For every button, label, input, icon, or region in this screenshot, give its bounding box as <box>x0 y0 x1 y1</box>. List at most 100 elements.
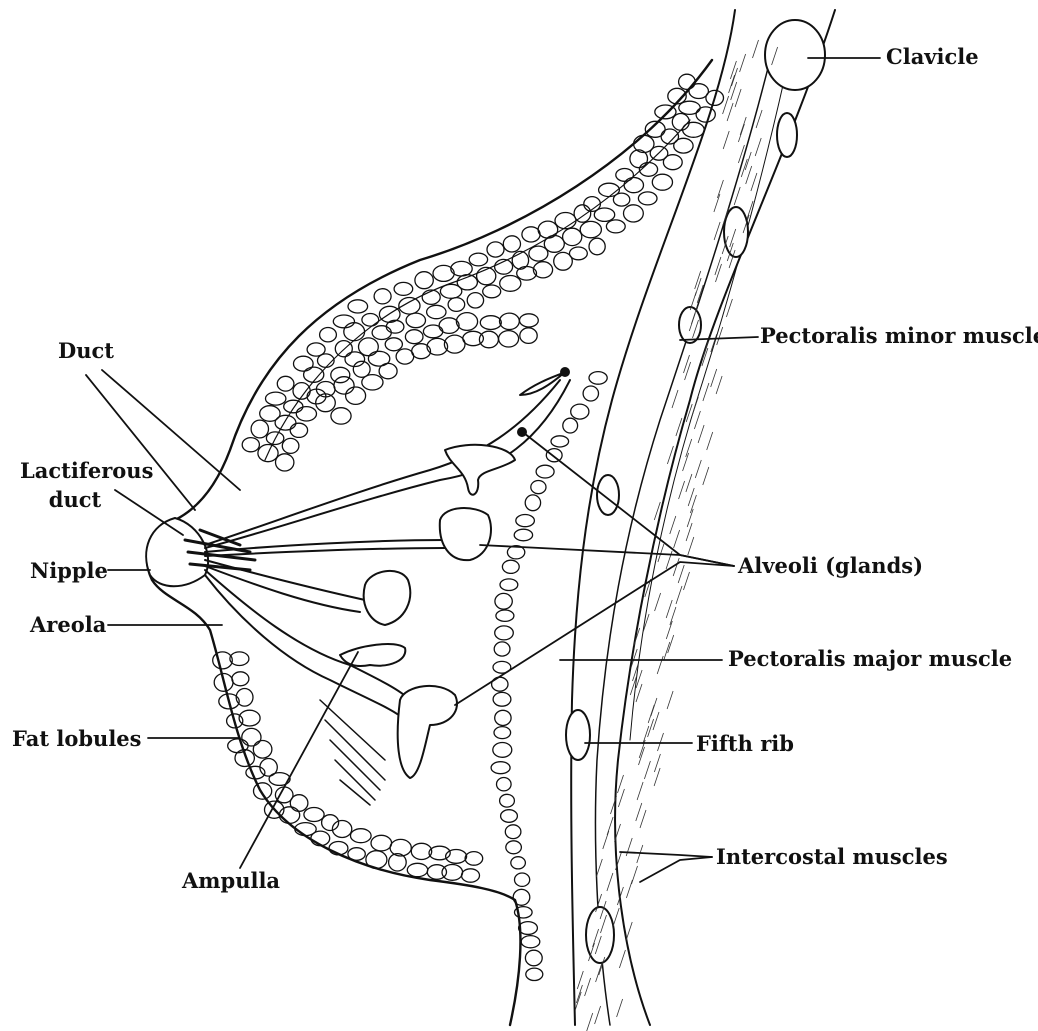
gland-boundary <box>265 120 690 460</box>
muscle-fibre <box>670 607 676 625</box>
lobule-cell <box>500 579 518 591</box>
leader-intercostal-1 <box>620 852 712 857</box>
duct-branch-gland <box>445 445 515 495</box>
lobule-cell <box>296 407 316 421</box>
label-fifth-rib: Fifth rib <box>696 733 794 754</box>
alveoli-dot-1 <box>517 427 527 437</box>
lobule-cell <box>583 386 598 401</box>
lobule-cell <box>320 328 337 342</box>
lobule-cell <box>277 376 294 391</box>
lobule-cell <box>359 338 379 356</box>
muscle-divider <box>595 60 770 1025</box>
muscle-fibre <box>688 537 694 555</box>
muscle-fibre <box>717 180 723 198</box>
lobule-cell <box>505 825 521 839</box>
lobule-cell <box>487 242 504 257</box>
lobule-cell <box>372 326 391 340</box>
muscle-fibre <box>679 481 685 499</box>
lobule-cell <box>589 238 605 255</box>
muscle-fibre <box>575 992 581 1010</box>
muscle-fibre <box>695 460 701 478</box>
muscle-fibre <box>683 453 689 471</box>
label-alveoli: Alveoli (glands) <box>738 555 923 576</box>
lobule-cell <box>506 841 522 854</box>
muscle-fibre <box>746 166 752 184</box>
lobule-cell <box>491 762 510 774</box>
lobule-cell <box>494 727 511 739</box>
lobule-cell <box>366 851 387 869</box>
muscle-fibre <box>618 789 624 807</box>
lobule-cell <box>499 331 519 347</box>
duct-upper-2 <box>205 380 570 548</box>
label-duct: Duct <box>58 340 114 361</box>
muscle-fibre <box>603 831 609 849</box>
lobule-cell <box>493 743 512 758</box>
lobule-cell <box>500 313 520 329</box>
muscle-fibre <box>666 621 672 639</box>
muscle-fibre <box>716 264 722 282</box>
lobule-cell <box>501 810 518 823</box>
label-clavicle: Clavicle <box>886 46 979 67</box>
lobule-cell <box>290 795 308 812</box>
lobule-cell <box>307 343 325 356</box>
lobule-cell <box>511 857 526 869</box>
label-intercostal: Intercostal muscles <box>716 846 948 867</box>
muscle-fibre <box>585 978 591 996</box>
lobule-cell <box>304 808 324 822</box>
muscle-fibre <box>755 138 761 156</box>
lobule-cell <box>563 418 578 433</box>
lobule-cell <box>513 889 530 905</box>
lobule-cell <box>242 438 259 452</box>
lobule-cell <box>502 560 519 573</box>
lobule-cell <box>242 728 261 746</box>
muscle-fibre <box>740 117 746 135</box>
lobule-cell <box>514 529 532 541</box>
muscle-fibres <box>575 40 777 1031</box>
lobule-cell <box>493 692 511 706</box>
leader-alveoli-3 <box>455 562 734 705</box>
muscle-fibre <box>698 425 704 443</box>
lobule-cell <box>213 652 233 669</box>
muscle-fibre <box>692 397 698 415</box>
lobule-cell <box>334 377 354 394</box>
lobule-cell <box>344 323 365 341</box>
rib-cage-line <box>630 30 795 740</box>
lobule-cell <box>284 400 303 413</box>
lobule-cell <box>563 228 582 245</box>
muscle-fibre <box>687 509 693 527</box>
lobule-cell <box>232 672 249 686</box>
lobule-cell <box>422 290 440 304</box>
lobule-cell <box>331 367 350 382</box>
lobule-cell <box>282 438 299 453</box>
lobule-cell <box>638 192 657 205</box>
muscle-fibre <box>740 54 746 72</box>
lobule-cell <box>512 251 528 269</box>
lobule-cell <box>333 315 354 328</box>
lobule-cell <box>254 783 272 799</box>
lobule-cell <box>253 741 272 759</box>
muscle-fibre <box>672 390 678 408</box>
lobule-cell <box>520 314 539 327</box>
lobule-cell <box>351 829 372 843</box>
lobule-cell <box>442 865 463 881</box>
lobule-cell <box>522 227 540 242</box>
lobule-cell <box>679 74 696 89</box>
lobule-cell <box>624 178 643 193</box>
muscle-fibre <box>655 593 661 611</box>
lobule-cell <box>655 105 676 119</box>
lobule-cell <box>516 515 535 527</box>
lobule-cell <box>652 174 672 190</box>
muscle-fibre <box>714 194 720 212</box>
lobule-cell <box>503 236 520 252</box>
muscle-fibre <box>596 964 602 982</box>
muscle-fibre <box>703 383 709 401</box>
lobule-cell <box>500 276 521 292</box>
muscle-fibre <box>678 565 684 583</box>
lobule-cell <box>495 626 514 640</box>
lobule-cell <box>494 642 510 656</box>
muscle-fibre <box>658 733 664 751</box>
lobule-cell <box>228 739 248 753</box>
fifth-rib-bone <box>566 710 590 760</box>
lobule-cell <box>630 150 648 168</box>
